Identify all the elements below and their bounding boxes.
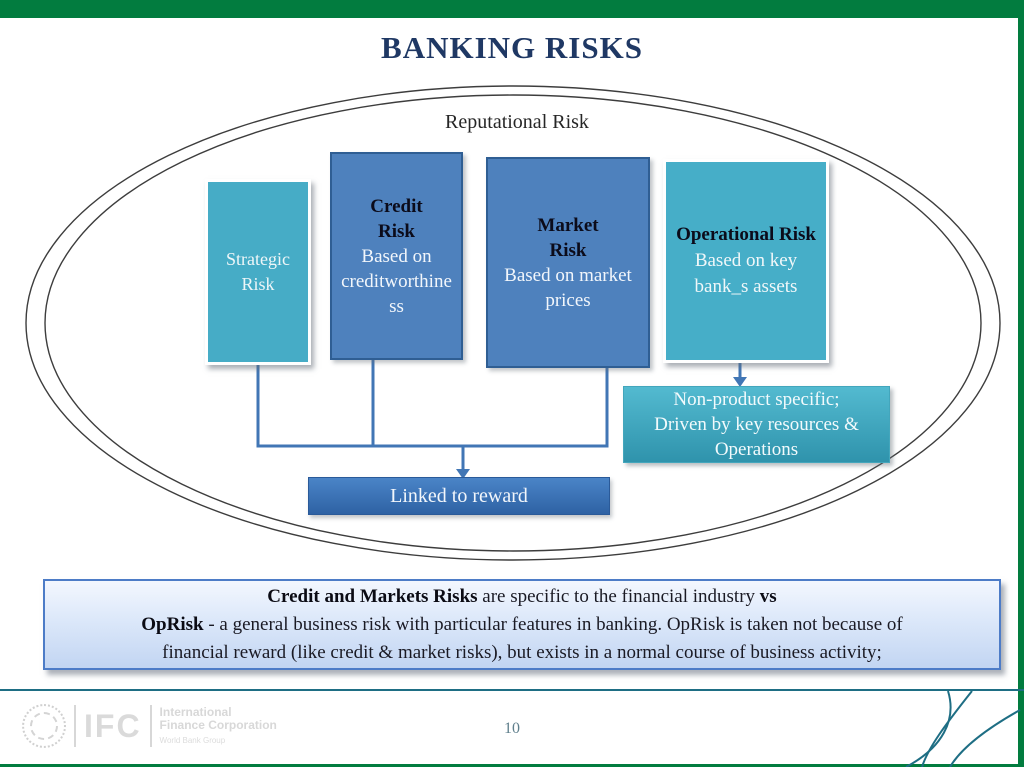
footer-curve-3 (949, 709, 1021, 767)
summary-line2-bold1: OpRisk (141, 613, 204, 635)
summary-line1-bold1: Credit and Markets Risks (267, 585, 478, 607)
strategic-risk-box: Strategic Risk (205, 179, 311, 365)
page-number: 10 (504, 720, 520, 737)
summary-text-box: Credit and Markets Risks are specific to… (43, 579, 1001, 670)
strategic-risk-line1: Strategic (226, 249, 290, 269)
bottom-green-bar (0, 764, 1024, 767)
page-title: BANKING RISKS (381, 30, 643, 65)
right-green-bar (1018, 0, 1024, 767)
summary-line1-text1: are specific to the financial industry (477, 585, 760, 607)
nonproduct-line2: Driven by key resources & (654, 414, 859, 435)
operational-risk-body1: Based on key (694, 250, 798, 271)
summary-line-3: financial reward (like credit & market r… (45, 639, 999, 667)
market-risk-title1: Market (537, 214, 599, 236)
reputational-risk-label: Reputational Risk (445, 111, 589, 133)
operational-risk-box: Operational Risk Based on key bank_s ass… (663, 159, 829, 363)
ifc-logo-line2: Finance Corporation (159, 717, 277, 732)
market-risk-body1: Based on market (504, 264, 632, 286)
operational-risk-body2: bank_s assets (694, 276, 798, 297)
ifc-abbr-text: IFC (84, 707, 142, 744)
linked-to-reward-label: Linked to reward (390, 484, 528, 507)
credit-risk-title2: Risk (378, 220, 415, 242)
credit-risk-body3: ss (389, 295, 404, 317)
credit-risk-box: Credit Risk Based on creditworthine ss (330, 152, 463, 360)
nonproduct-line1: Non-product specific; (673, 389, 840, 410)
logo-divider (74, 705, 76, 747)
summary-line3-text1: financial reward (like credit & market r… (162, 641, 882, 663)
market-risk-box: Market Risk Based on market prices (486, 157, 650, 368)
credit-risk-body2: creditworthine (341, 270, 452, 292)
ifc-globe-icon (22, 704, 66, 748)
nonproduct-specific-box: Non-product specific; Driven by key reso… (623, 386, 890, 463)
credit-risk-body1: Based on (361, 245, 432, 267)
nonproduct-line3: Operations (714, 439, 799, 460)
ifc-logo-text: International Finance Corporation World … (159, 704, 277, 747)
ifc-logo-line1: International (159, 704, 232, 719)
credit-risk-title1: Credit (370, 195, 423, 217)
summary-line1-bold2: vs (759, 585, 777, 607)
logo-divider-2 (149, 705, 152, 747)
ifc-logo: IFC International Finance Corporation Wo… (22, 704, 277, 748)
strategic-risk-line2: Risk (241, 274, 275, 294)
operational-risk-title: Operational Risk (676, 224, 816, 245)
summary-line-2: OpRisk - a general business risk with pa… (45, 611, 999, 639)
ifc-logo-line3: World Bank Group (159, 735, 226, 745)
market-risk-body2: prices (545, 289, 591, 311)
summary-line2-text1: - a general business risk with particula… (203, 613, 903, 635)
summary-line-1: Credit and Markets Risks are specific to… (45, 583, 999, 611)
top-green-bar (0, 0, 1024, 18)
market-risk-title2: Risk (549, 239, 587, 261)
linked-to-reward-box: Linked to reward (308, 477, 610, 515)
